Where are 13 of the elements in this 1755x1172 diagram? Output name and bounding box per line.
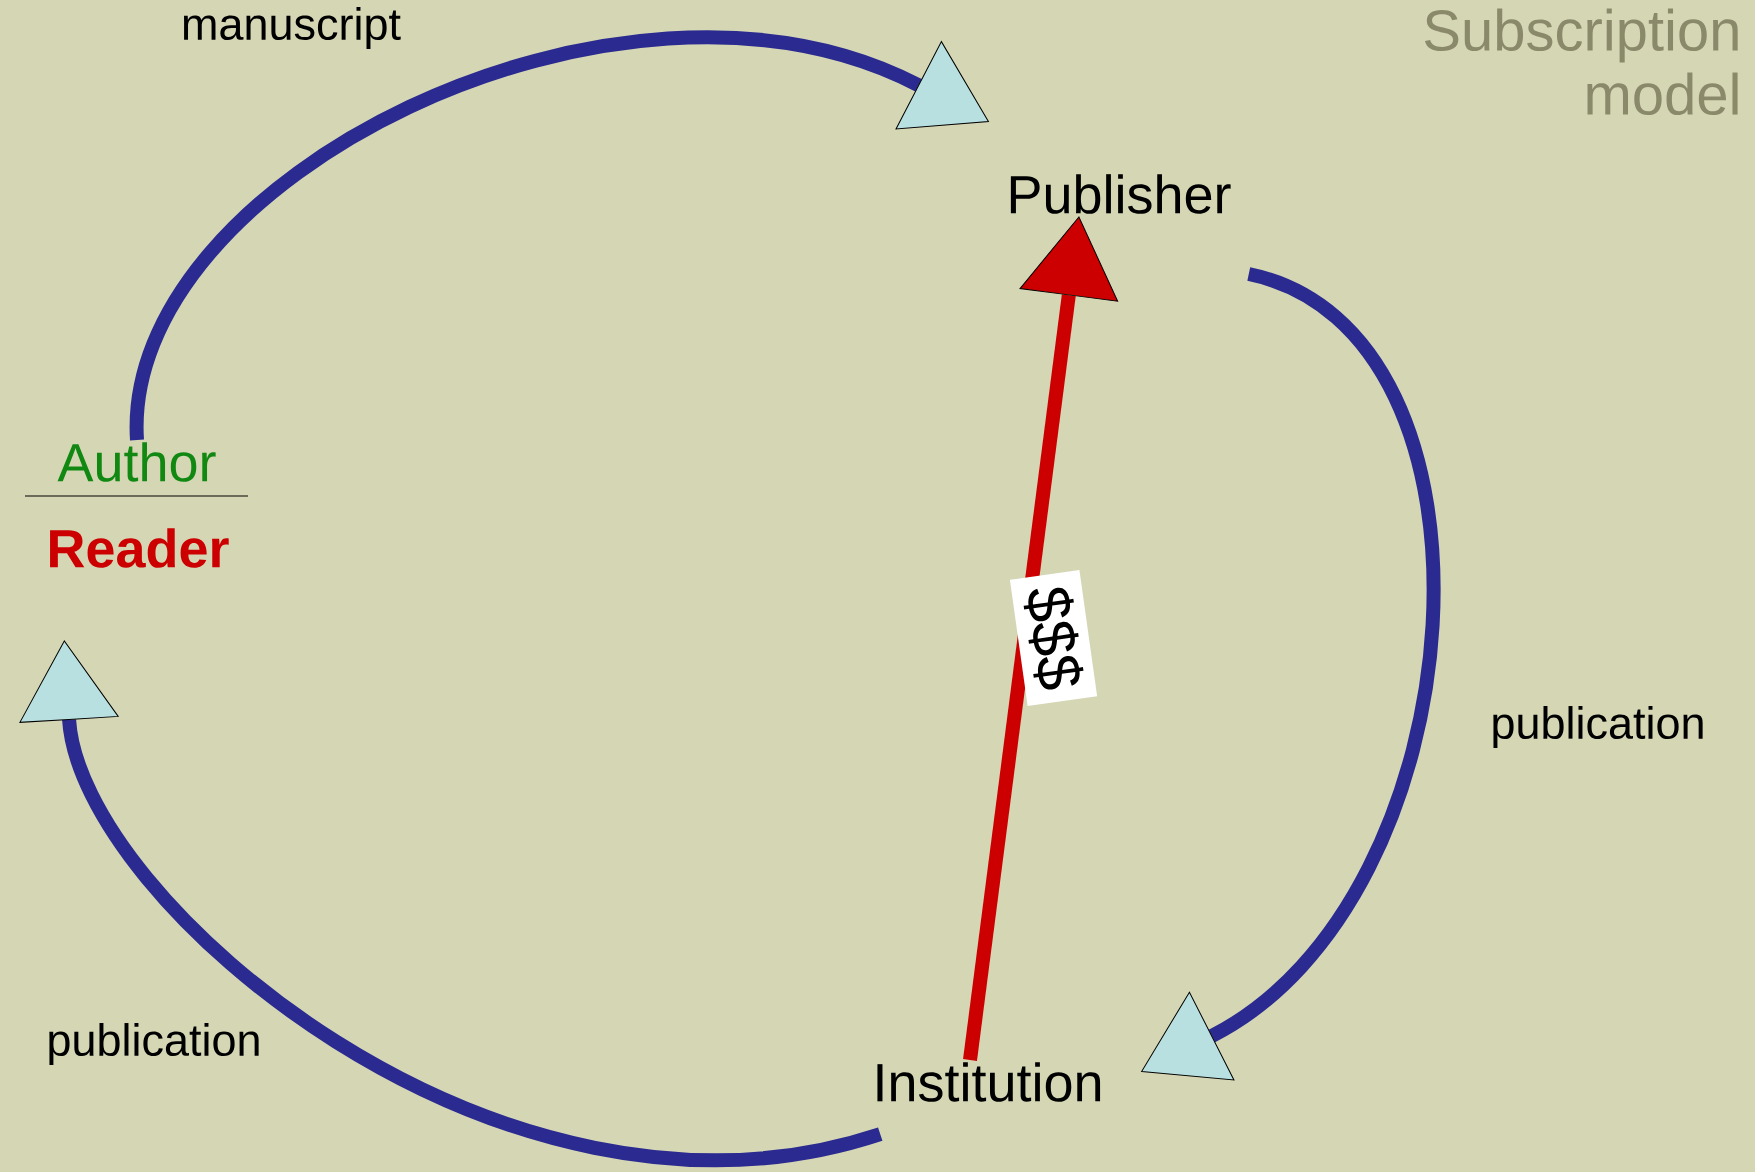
arrow	[130, 31, 989, 441]
title: Subscription model	[1424, 8, 1738, 116]
edge-label: manuscript	[183, 7, 401, 49]
reader-label: Reader	[50, 528, 229, 568]
edge-label: $$$	[1023, 587, 1084, 690]
arrow	[19, 640, 882, 1167]
arrow	[963, 216, 1119, 1061]
edge-label: publication	[49, 1023, 259, 1065]
institution-label: Institution	[877, 1062, 1101, 1102]
publisher-label: Publisher	[1010, 174, 1231, 214]
author-label: Author	[57, 442, 216, 482]
edge-label: publication	[1493, 706, 1703, 748]
arrow	[1141, 267, 1440, 1081]
